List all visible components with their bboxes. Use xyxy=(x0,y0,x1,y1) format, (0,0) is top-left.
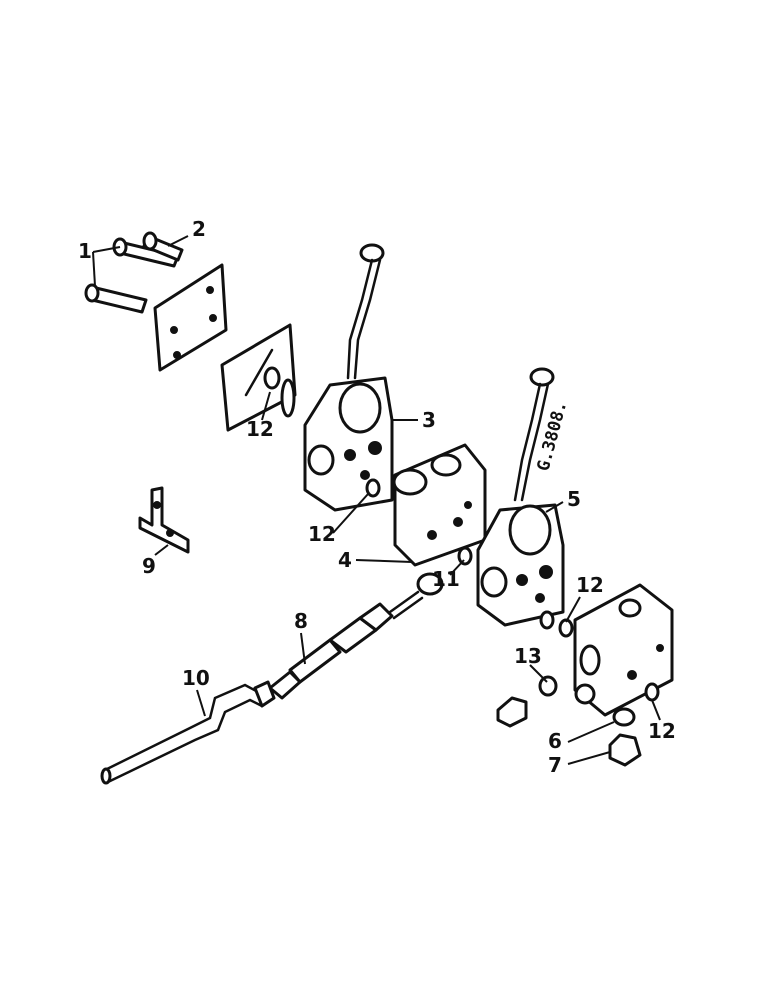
leader-lines xyxy=(92,235,661,765)
valve-section-3 xyxy=(303,243,394,512)
o-rings xyxy=(538,610,636,727)
callout-2: 2 xyxy=(192,217,206,241)
callout-13: 13 xyxy=(514,644,542,668)
callout-12-section3: 12 xyxy=(308,522,336,546)
end-plate xyxy=(153,263,228,372)
callout-12-gasket: 12 xyxy=(246,417,274,441)
callout-9: 9 xyxy=(142,554,156,578)
callout-8: 8 xyxy=(294,609,308,633)
callout-11: 11 xyxy=(432,567,460,591)
callout-12-endcover: 12 xyxy=(648,719,676,743)
callout-5: 5 xyxy=(567,487,581,511)
pipe xyxy=(100,680,276,785)
callout-12-section5: 12 xyxy=(576,573,604,597)
plug-fitting xyxy=(496,696,642,767)
hose-assembly xyxy=(268,572,444,700)
callout-10: 10 xyxy=(182,666,210,690)
callout-7: 7 xyxy=(548,753,562,777)
callout-3: 3 xyxy=(422,408,436,432)
callout-6: 6 xyxy=(548,729,562,753)
callouts: 1 2 3 4 5 6 7 8 9 10 11 12 12 12 12 13 xyxy=(78,217,676,777)
drawing-number: G.3808. xyxy=(534,399,572,473)
callout-4: 4 xyxy=(338,548,352,572)
gasket xyxy=(220,323,297,432)
end-cover xyxy=(573,583,674,717)
bolt-set xyxy=(84,231,184,314)
callout-1: 1 xyxy=(78,239,92,263)
bracket xyxy=(138,486,190,554)
valve-section-4 xyxy=(392,443,487,567)
valve-section-5 xyxy=(476,367,565,627)
